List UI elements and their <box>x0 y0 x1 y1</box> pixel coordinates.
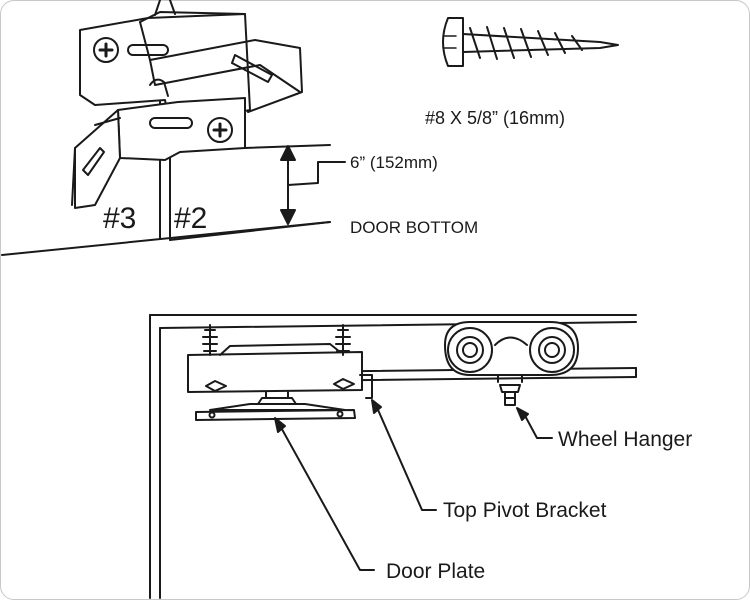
label-wheel-hanger: Wheel Hanger <box>558 428 692 451</box>
screw-illustration <box>442 17 619 67</box>
screw-head-bottom <box>207 117 233 143</box>
label-door-bottom: DOOR BOTTOM <box>350 218 478 237</box>
label-door-plate: Door Plate <box>386 560 485 583</box>
pivot-bracket-body <box>187 343 373 399</box>
dimension-arrow <box>280 145 346 225</box>
label-dimension: 6” (152mm) <box>350 153 438 172</box>
bracket-lower <box>71 78 246 209</box>
leader-top-pivot-bracket <box>371 399 437 511</box>
label-num2: #2 <box>174 202 207 235</box>
label-top-pivot-bracket: Top Pivot Bracket <box>443 499 607 522</box>
leader-wheel-hanger <box>516 407 553 439</box>
label-num3: #3 <box>103 202 136 235</box>
wheel-hanger-shape <box>444 321 579 406</box>
bracket-upper <box>79 0 303 126</box>
pivot-post <box>209 390 346 411</box>
leader-door-plate <box>274 417 375 571</box>
screw-head-top <box>93 37 119 63</box>
door-plate-shape <box>195 409 356 421</box>
label-screw-spec: #8 X 5/8” (16mm) <box>425 108 565 128</box>
pivot-screw-right <box>335 324 351 356</box>
pivot-screw-left <box>202 324 218 356</box>
